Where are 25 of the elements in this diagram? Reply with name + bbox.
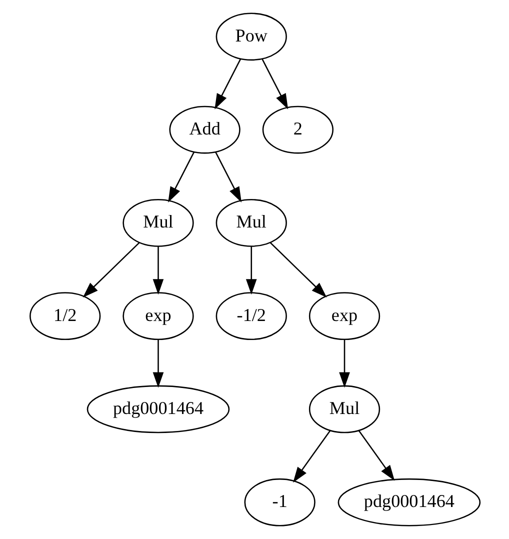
arrow xyxy=(214,152,242,202)
arrow xyxy=(168,152,194,202)
node-ellipse: pdg0001464 xyxy=(86,385,230,434)
arrow xyxy=(152,246,164,295)
arrow xyxy=(292,430,330,483)
node-ellipse: pdg0001464 xyxy=(337,478,480,526)
node-ellipse: Add xyxy=(168,106,240,154)
arrow xyxy=(358,430,394,481)
arrow xyxy=(152,340,164,388)
node-ellipse: 2 xyxy=(262,106,334,154)
node-ellipse: Mul xyxy=(308,385,380,434)
arrow xyxy=(214,58,241,110)
node-ellipse: exp xyxy=(308,292,380,340)
arrow xyxy=(245,246,256,295)
node-ellipse: 1/2 xyxy=(29,292,100,340)
arrow xyxy=(261,58,288,110)
arrow xyxy=(82,242,140,298)
node-ellipse: -1/2 xyxy=(215,292,286,340)
node-ellipse: Mul xyxy=(122,199,194,247)
node-ellipse: Mul xyxy=(215,199,286,247)
node-ellipse: exp xyxy=(122,292,194,340)
arrow xyxy=(269,242,326,298)
arrow xyxy=(338,340,350,388)
node-ellipse: Pow xyxy=(215,12,286,61)
node-ellipse: -1 xyxy=(244,478,315,526)
